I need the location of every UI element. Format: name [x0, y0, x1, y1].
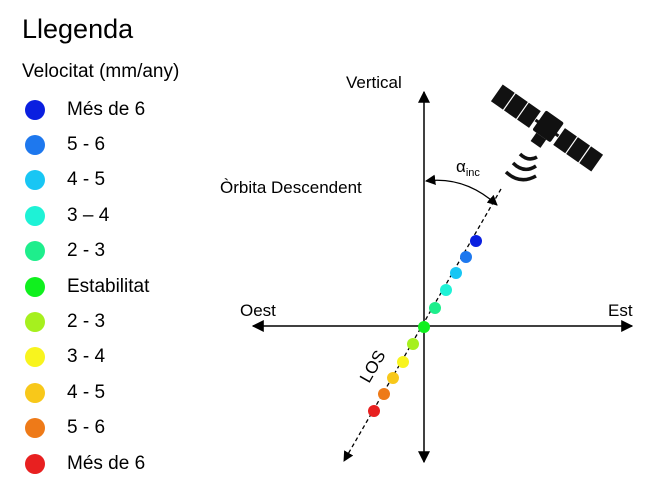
legend-item: 2 - 3: [25, 304, 149, 339]
alpha-symbol: αinc: [456, 157, 480, 179]
point-2-3-up: [429, 302, 441, 314]
legend-label: 3 - 4: [67, 346, 106, 368]
legend-color-dot: [25, 312, 45, 333]
west-label: Oest: [240, 301, 276, 320]
legend-item: Més de 6: [25, 446, 149, 481]
legend-label: Més de 6: [67, 98, 146, 120]
legend-item: 4 - 5: [25, 163, 149, 198]
legend-color-dot: [25, 205, 45, 226]
legend-label: 3 – 4: [67, 204, 110, 226]
vertical-label: Vertical: [346, 73, 402, 92]
legend-color-dot: [25, 382, 45, 403]
legend-label: 2 - 3: [67, 311, 106, 333]
legend-label: 4 - 5: [67, 169, 106, 191]
legend-label: 2 - 3: [67, 240, 106, 262]
legend-item: 3 - 4: [25, 340, 149, 375]
alpha-letter: α: [456, 157, 466, 176]
orbit-label: Òrbita Descendent: [220, 178, 362, 197]
legend-list: Més de 6 5 - 6 4 - 5 3 – 4 2 - 3 Estabilitat 2…: [25, 92, 149, 481]
legend-item: Estabilitat: [25, 269, 149, 304]
point-more-than-6-down: [368, 405, 380, 417]
alpha-subscript: inc: [466, 167, 481, 179]
point-more-than-6-up: [470, 235, 482, 247]
legend-color-dot: [25, 99, 45, 120]
legend-color-dot: [25, 418, 45, 439]
point-4-5-up: [450, 267, 462, 279]
legend-subtitle: Velocitat (mm/any): [22, 61, 180, 82]
legend-color-dot: [25, 241, 45, 262]
point-3-4-down: [397, 356, 409, 368]
point-5-6-down: [378, 388, 390, 400]
east-label: Est: [608, 301, 633, 320]
legend-item: 5 - 6: [25, 411, 149, 446]
point-stability: [418, 321, 430, 333]
legend-color-dot: [25, 170, 45, 191]
legend-color-dot: [25, 276, 45, 297]
legend-label: 4 - 5: [67, 381, 106, 403]
legend-item: 4 - 5: [25, 375, 149, 410]
incidence-angle-arc: [424, 174, 498, 206]
legend-item: 2 - 3: [25, 234, 149, 269]
los-label: LOS: [356, 347, 389, 386]
legend-label: Més de 6: [67, 452, 146, 474]
point-5-6-up: [460, 251, 472, 263]
legend-label: 5 - 6: [67, 134, 106, 156]
legend-color-dot: [25, 135, 45, 156]
legend-item: 5 - 6: [25, 127, 149, 162]
point-3-4-up: [440, 284, 452, 296]
legend-color-dot: [25, 453, 45, 474]
legend-item: Més de 6: [25, 92, 149, 127]
legend-color-dot: [25, 347, 45, 368]
satellite-icon: [488, 82, 606, 182]
velocity-points: [368, 235, 482, 417]
legend-label: 5 - 6: [67, 417, 106, 439]
legend-label: Estabilitat: [67, 275, 150, 297]
point-4-5-down: [387, 372, 399, 384]
legend-title: Llegenda: [22, 14, 134, 44]
point-2-3-down: [407, 338, 419, 350]
legend-item: 3 – 4: [25, 198, 149, 233]
